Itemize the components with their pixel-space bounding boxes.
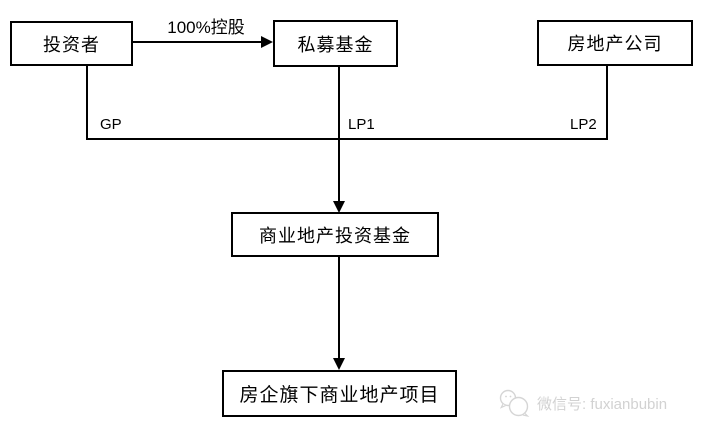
edge-lp1-vertical-line bbox=[338, 67, 340, 203]
edge-label-100-percent-holding: 100%控股 bbox=[167, 18, 245, 37]
arrowhead-down-icon bbox=[333, 358, 345, 370]
edge-label-lp1: LP1 bbox=[348, 116, 375, 133]
node-real-estate-company: 房地产公司 bbox=[537, 20, 693, 66]
edge-lp2-vertical-line bbox=[606, 66, 608, 140]
edge-label-gp: GP bbox=[100, 116, 122, 133]
node-private-fund: 私募基金 bbox=[273, 20, 398, 67]
arrowhead-down-icon bbox=[333, 201, 345, 213]
node-investor: 投资者 bbox=[10, 21, 133, 66]
node-commercial-project: 房企旗下商业地产项目 bbox=[222, 370, 457, 417]
edge-fund-to-project-line bbox=[338, 257, 340, 359]
node-commercial-real-estate-fund: 商业地产投资基金 bbox=[231, 212, 439, 257]
watermark: 微信号: fuxianbubin bbox=[498, 388, 667, 418]
watermark-text: 微信号: fuxianbubin bbox=[537, 395, 668, 413]
arrowhead-right-icon bbox=[261, 36, 273, 48]
edge-gp-vertical-line bbox=[86, 66, 88, 140]
edge-label-lp2: LP2 bbox=[570, 116, 597, 133]
edge-investor-to-fund-line bbox=[133, 41, 263, 43]
edge-partners-horizontal-line bbox=[86, 138, 608, 140]
wechat-icon bbox=[498, 388, 530, 418]
